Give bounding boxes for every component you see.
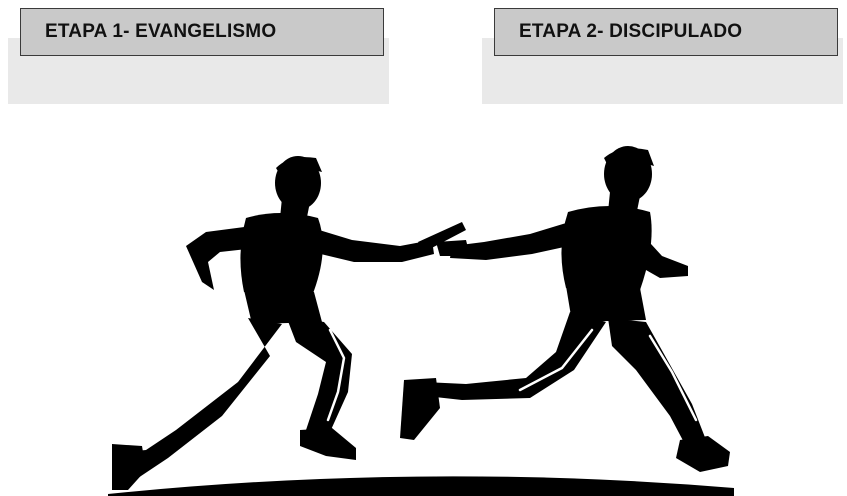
stage-1-label-face: ETAPA 1- EVANGELISMO xyxy=(20,8,384,56)
stage-2-label-face: ETAPA 2- DISCIPULADO xyxy=(494,8,838,56)
stage-2-label-box: ETAPA 2- DISCIPULADO xyxy=(482,8,843,104)
stage-2-label-text: ETAPA 2- DISCIPULADO xyxy=(519,21,743,42)
runner-2-icon xyxy=(400,146,730,472)
stage-1-label-text: ETAPA 1- EVANGELISMO xyxy=(45,21,277,42)
runner-1-icon xyxy=(112,156,466,490)
stage-1-label-box: ETAPA 1- EVANGELISMO xyxy=(8,8,389,104)
ground-line-icon xyxy=(108,476,734,496)
